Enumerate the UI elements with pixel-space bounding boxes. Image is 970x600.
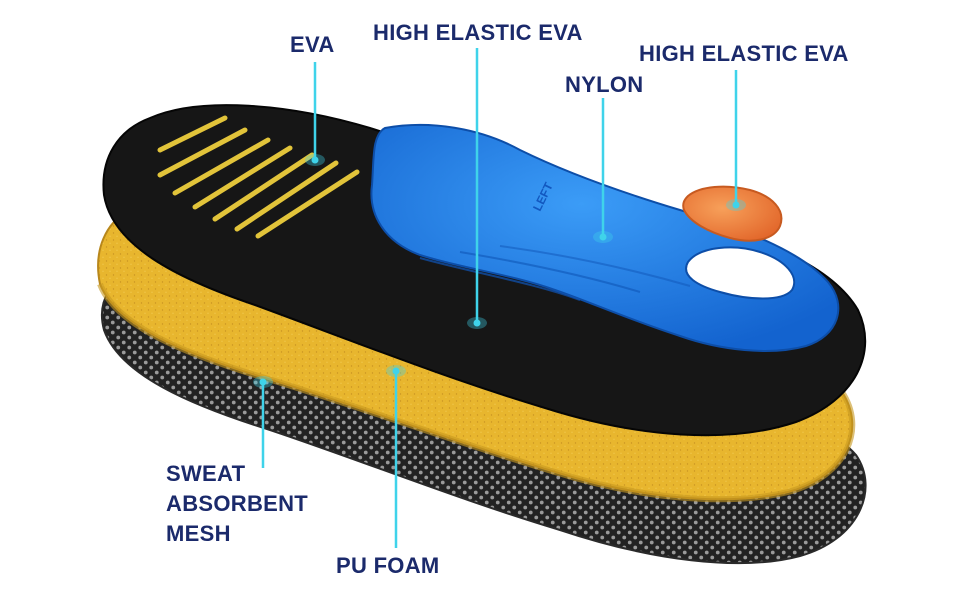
label-sweat-absorbent-mesh: SWEAT ABSORBENT MESH: [166, 459, 308, 549]
label-line-sweat: SWEAT: [166, 459, 308, 489]
label-line-mesh: MESH: [166, 519, 308, 549]
label-line-absorbent: ABSORBENT: [166, 489, 308, 519]
label-high-elastic-eva-top: HIGH ELASTIC EVA: [373, 18, 583, 48]
label-nylon: NYLON: [565, 70, 644, 100]
label-high-elastic-eva-heel: HIGH ELASTIC EVA: [639, 39, 849, 69]
label-pu-foam: PU FOAM: [336, 551, 440, 581]
label-eva: EVA: [290, 30, 335, 60]
